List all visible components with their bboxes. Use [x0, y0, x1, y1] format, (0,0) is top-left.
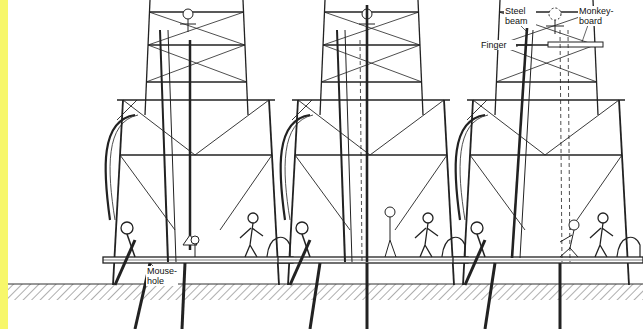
derrick-panel-2 [278, 0, 468, 285]
panel-2-details [310, 5, 396, 329]
part-label: Mouse- hole [146, 266, 178, 286]
leader-lines [151, 25, 588, 273]
panel-1-details [135, 9, 199, 329]
part-label: Steel beam [504, 6, 536, 26]
part-label: Monkey- board [578, 6, 624, 26]
derrick-panel-3 [453, 0, 643, 285]
steel-beam [512, 28, 527, 258]
part-label: Finger [480, 40, 516, 50]
derrick-panel-1 [103, 0, 293, 285]
ground-line [8, 283, 643, 284]
monkey-board [548, 42, 603, 47]
finger [515, 44, 532, 45]
ground-hatch [8, 284, 643, 300]
margin-strip [0, 0, 8, 329]
panel-3-details [485, 8, 603, 329]
